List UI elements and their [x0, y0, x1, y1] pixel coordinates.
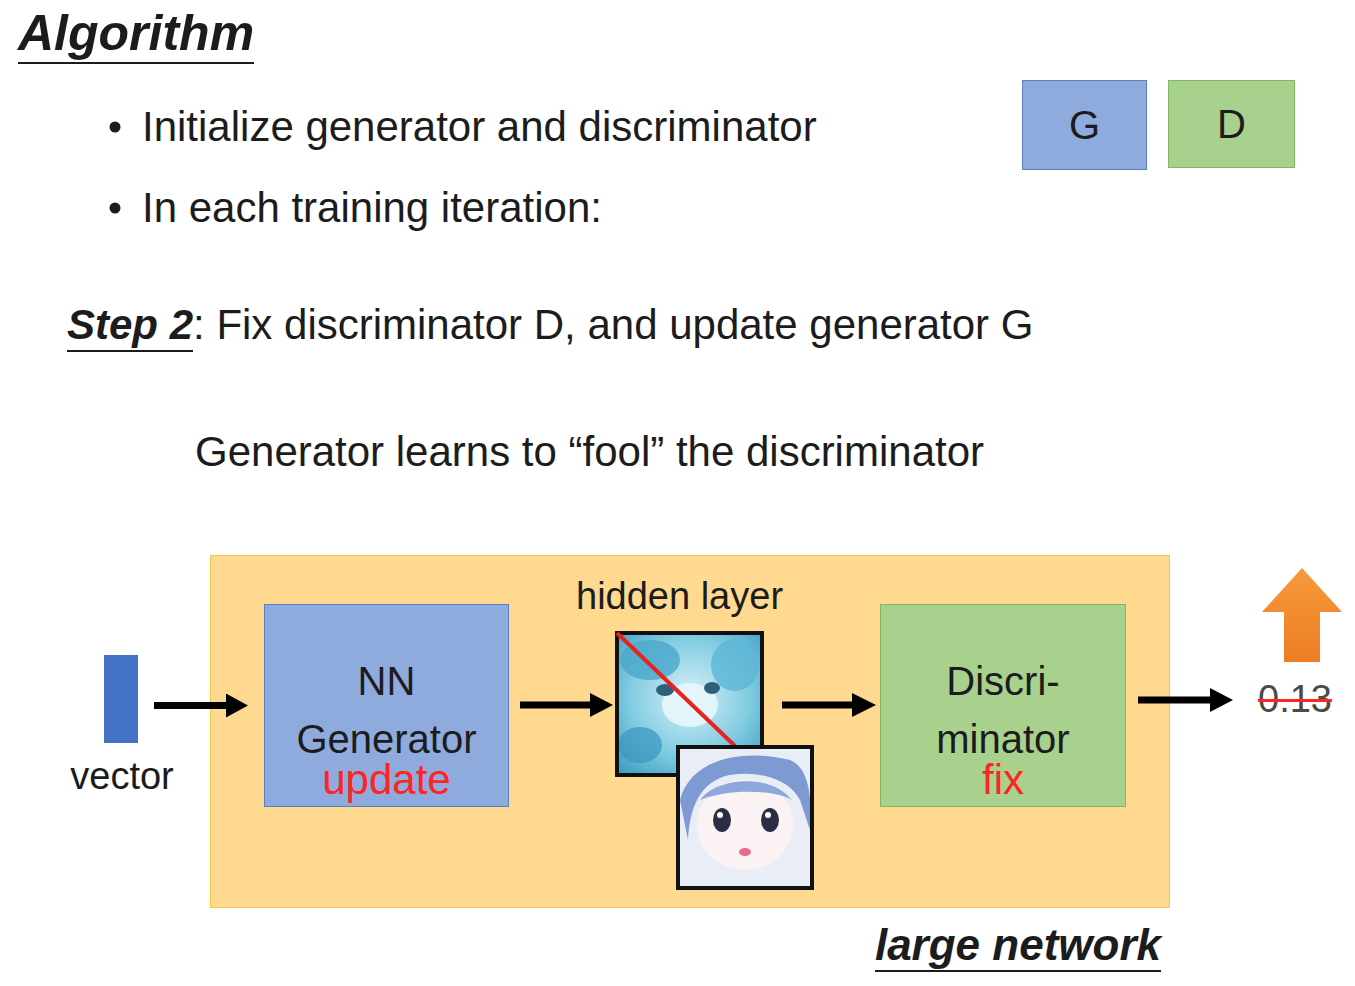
box-label: Discri- minator — [889, 652, 1117, 768]
box-content: G — [1023, 81, 1146, 169]
generator-box: NN Generatorupdate — [264, 604, 509, 807]
box-content: NN Generatorupdate — [265, 605, 508, 806]
box-content: Discri- minatorfix — [881, 605, 1125, 806]
label-wrap: hidden layer — [576, 574, 783, 620]
discriminator-box: Discri- minatorfix — [880, 604, 1126, 807]
box-content: D — [1169, 81, 1294, 167]
input-label: vector — [70, 753, 173, 799]
box-label: D — [1217, 100, 1246, 148]
step-note: Generator learns to “fool” the discrimin… — [195, 427, 984, 477]
box-label: G — [1069, 101, 1100, 149]
status-label: fix — [982, 758, 1024, 802]
caption-wrap: large network — [875, 920, 1161, 972]
bullet-text: In each training iteration: — [142, 183, 602, 233]
step-description: : Fix discriminator D, and update genera… — [193, 300, 1033, 350]
arrowhead — [1210, 688, 1233, 712]
generator-box: G — [1022, 80, 1147, 170]
status-label: update — [322, 758, 450, 802]
hidden-layer-label: hidden layer — [576, 574, 783, 620]
label-wrap: Step 2 — [67, 300, 193, 352]
label-wrap: In each training iteration: — [142, 183, 602, 233]
label-wrap: Generator learns to “fool” the discrimin… — [195, 427, 984, 477]
box-label: NN Generator — [273, 652, 500, 768]
bullet — [110, 203, 121, 214]
bullet — [110, 122, 121, 133]
discriminator-box: D — [1168, 80, 1295, 168]
caption-wrap: vector — [70, 753, 173, 799]
slide-title: Algorithm — [18, 4, 254, 64]
step-heading: Step 2 — [67, 300, 193, 352]
input-vector: vector — [104, 655, 138, 743]
title-wrap: Algorithm — [18, 4, 254, 64]
increase-arrow — [1262, 568, 1342, 662]
label-wrap: 0.13 — [1258, 677, 1332, 723]
label-wrap: : Fix discriminator D, and update genera… — [193, 300, 1033, 350]
bullet-text: Initialize generator and discriminator — [142, 102, 817, 152]
group-caption: large network — [875, 920, 1161, 972]
discriminator-score: 0.13 — [1258, 677, 1332, 723]
label-wrap: Initialize generator and discriminator — [142, 102, 817, 152]
